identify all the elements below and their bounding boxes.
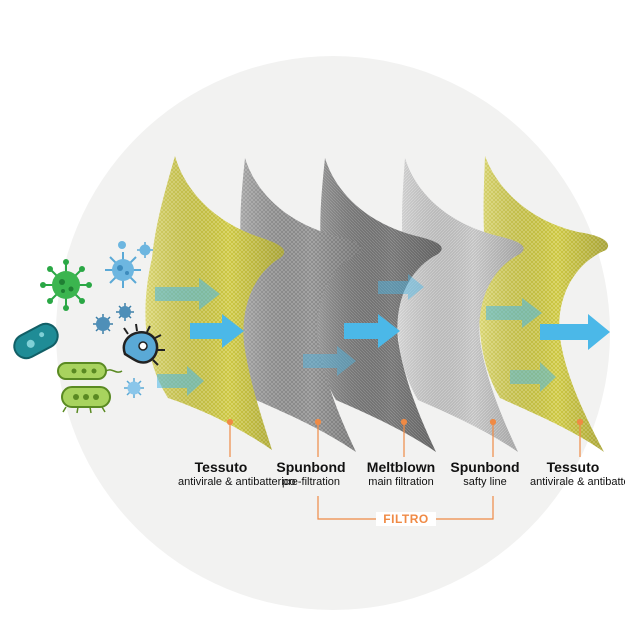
layer-subtitle: main filtration [368,476,434,488]
layer-subtitle: antivirale & antibatterico [178,476,296,488]
layer-title: Spunbond [450,459,520,475]
layer-label-meltblown: Meltblown main filtration [356,459,446,489]
flow-arrow-9 [540,314,610,350]
layer-label-spunbond-pre: Spunbond pre-filtration [266,459,356,489]
callout-dot-4 [489,418,497,426]
layer-panel-3 [315,158,442,452]
callout-dot-3 [400,418,408,426]
layer-subtitle: pre-filtration [281,476,341,488]
layer-title: Tessuto [546,459,600,475]
callout-lines [226,418,584,457]
virus-icon [105,252,141,288]
callout-dot-1 [226,418,234,426]
flow-arrow-1 [155,278,220,310]
flow-arrow-8 [510,362,556,392]
layer-title: Spunbond [276,459,346,475]
virus-icon [124,378,144,398]
layer-title: Meltblown [366,459,436,475]
callout-dot-2 [314,418,322,426]
flow-arrow-2 [190,314,244,348]
layer-label-tessuto-outer: Tessuto antivirale & antibatterico [530,459,625,489]
layer-label-tessuto-inner: Tessuto antivirale & antibatterico [178,459,296,489]
flow-arrow-6 [378,274,424,300]
virus-icon [118,241,126,249]
bacteria-icon [122,323,165,366]
layer-panel-2 [235,158,362,452]
flow-arrow-4 [303,346,356,376]
flow-arrow-5 [344,314,400,348]
virus-icon [93,314,113,334]
filter-group-label: FILTRO [376,512,436,526]
bacteria-icon [61,386,111,414]
flow-arrow-3 [157,366,204,396]
layer-subtitle: antivirale & antibatterico [530,476,625,488]
virus-icon [137,242,153,258]
layer-title: Tessuto [194,459,248,475]
flow-arrow-7 [486,298,542,328]
bacteria-icon [57,362,123,380]
callout-dot-5 [576,418,584,426]
virus-icon [40,259,92,311]
virus-icon [116,303,134,321]
layer-subtitle: safty line [463,476,507,488]
layer-label-spunbond-safety: Spunbond safty line [440,459,530,489]
bacteria-icon [13,322,59,360]
layer-panel-4 [397,158,524,452]
